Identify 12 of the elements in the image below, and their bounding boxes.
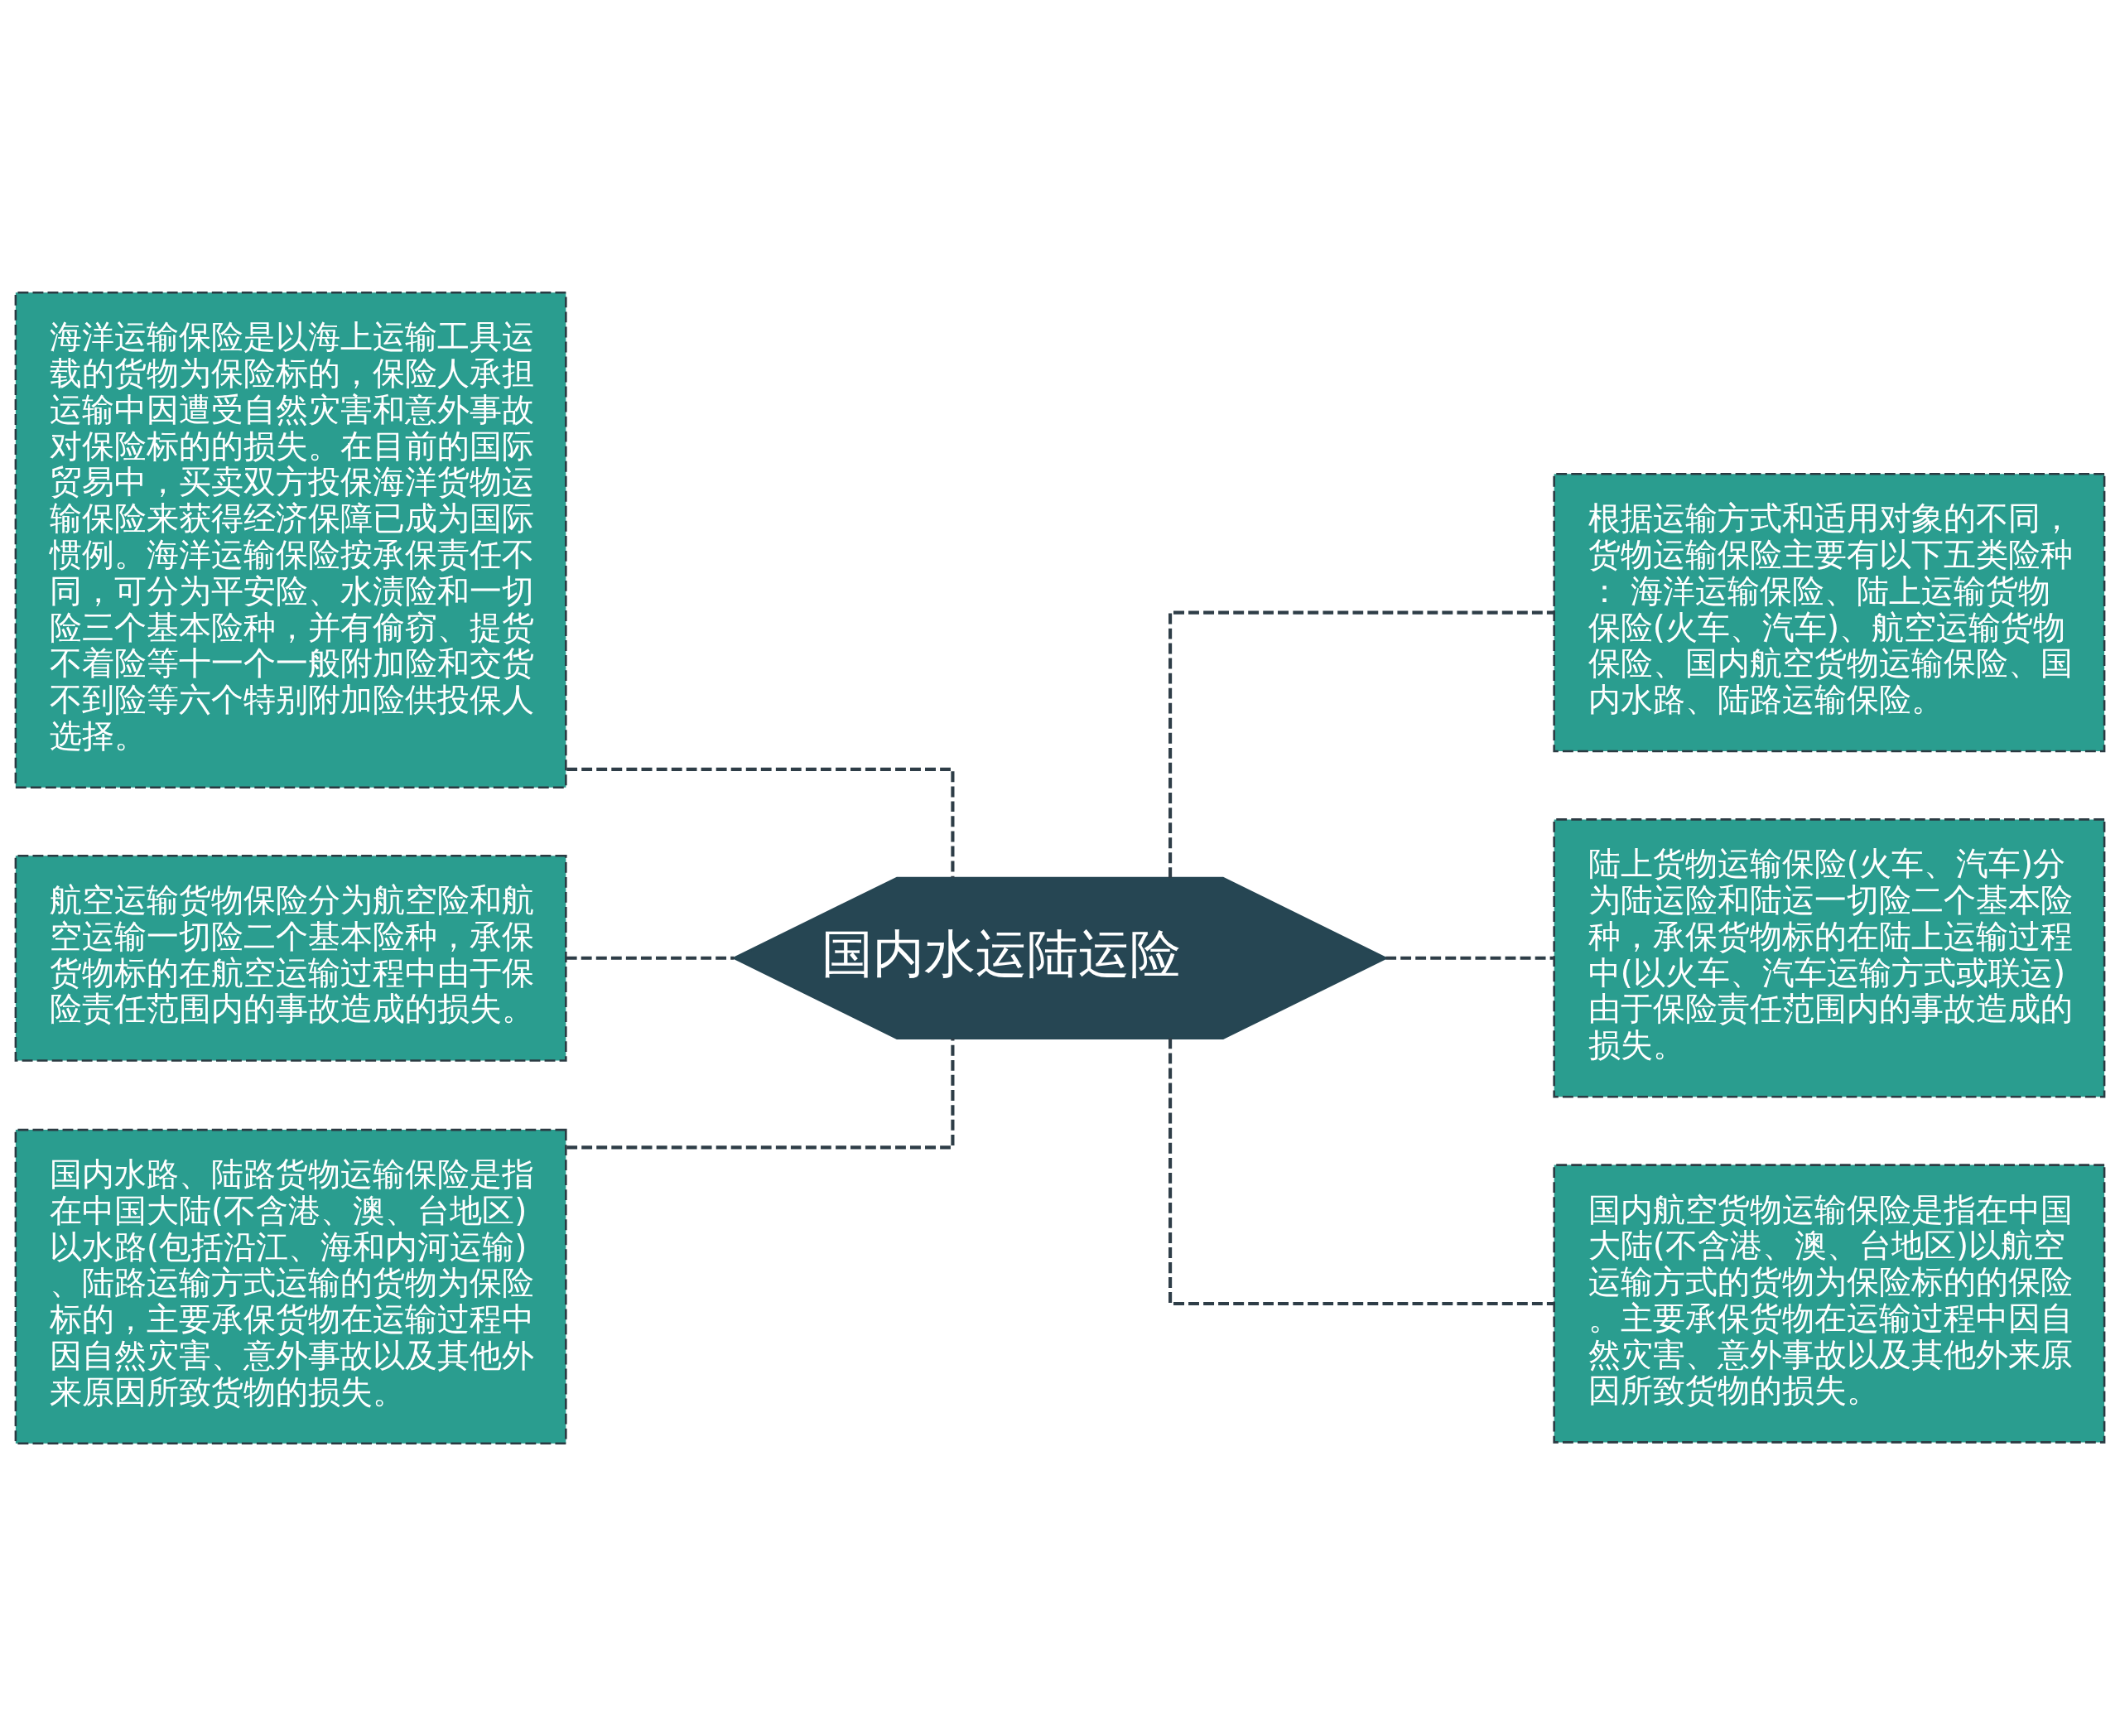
node-box: 国内水路、陆路货物运输保险是指在中国大陆(不含港、澳、台地区)以水路(包括沿江、海和内河运输)、陆路运输方式运输的货物为保险标的，主要承保货物在运输过程中因自然灾害、意外事故以及其他外来原因所致货物的损失。: [14, 1128, 567, 1444]
node-box: 陆上货物运输保险(火车、汽车)分为陆运险和陆运一切险二个基本险种，承保货物标的在陆上运输过程中(以火车、汽车运输方式或联运)由于保险责任范围内的事故造成的损失。: [1553, 818, 2106, 1098]
connector: [1168, 1038, 1554, 1306]
connector: [566, 956, 735, 960]
connector: [566, 767, 955, 878]
node-box: 航空运输货物保险分为航空险和航空运输一切险二个基本险种，承保货物标的在航空运输过程中由于保险责任范围内的事故造成的损失。: [14, 854, 567, 1062]
connector: [1385, 956, 1554, 960]
connector: [1168, 610, 1554, 879]
connector: [566, 1038, 955, 1150]
node-box: 海洋运输保险是以海上运输工具运载的货物为保险标的，保险人承担运输中因遭受自然灾害和意外事故对保险标的的损失。在目前的国际贸易中，买卖双方投保海洋货物运输保险来获得经济保障已成为国际惯例。海洋运输保险按承保责任不同，可分为平安险、水渍险和一切险三个基本险种，并有偷窃、提货不着险等十一个一般附加险和交货不到险等六个特别附加险供投保人选择。: [14, 292, 567, 789]
node-box: 国内航空货物运输保险是指在中国大陆(不含港、澳、台地区)以航空运输方式的货物为保险标的的保险。主要承保货物在运输过程中因自然灾害、意外事故以及其他外来原因所致货物的损失。: [1553, 1164, 2106, 1444]
node-box: 根据运输方式和适用对象的不同，货物运输保险主要有以下五类险种： 海洋运输保险、陆上运输货物保险(火车、汽车)、航空运输货物保险、国内航空货物运输保险、国内水路、陆路运输保险。: [1553, 472, 2106, 753]
